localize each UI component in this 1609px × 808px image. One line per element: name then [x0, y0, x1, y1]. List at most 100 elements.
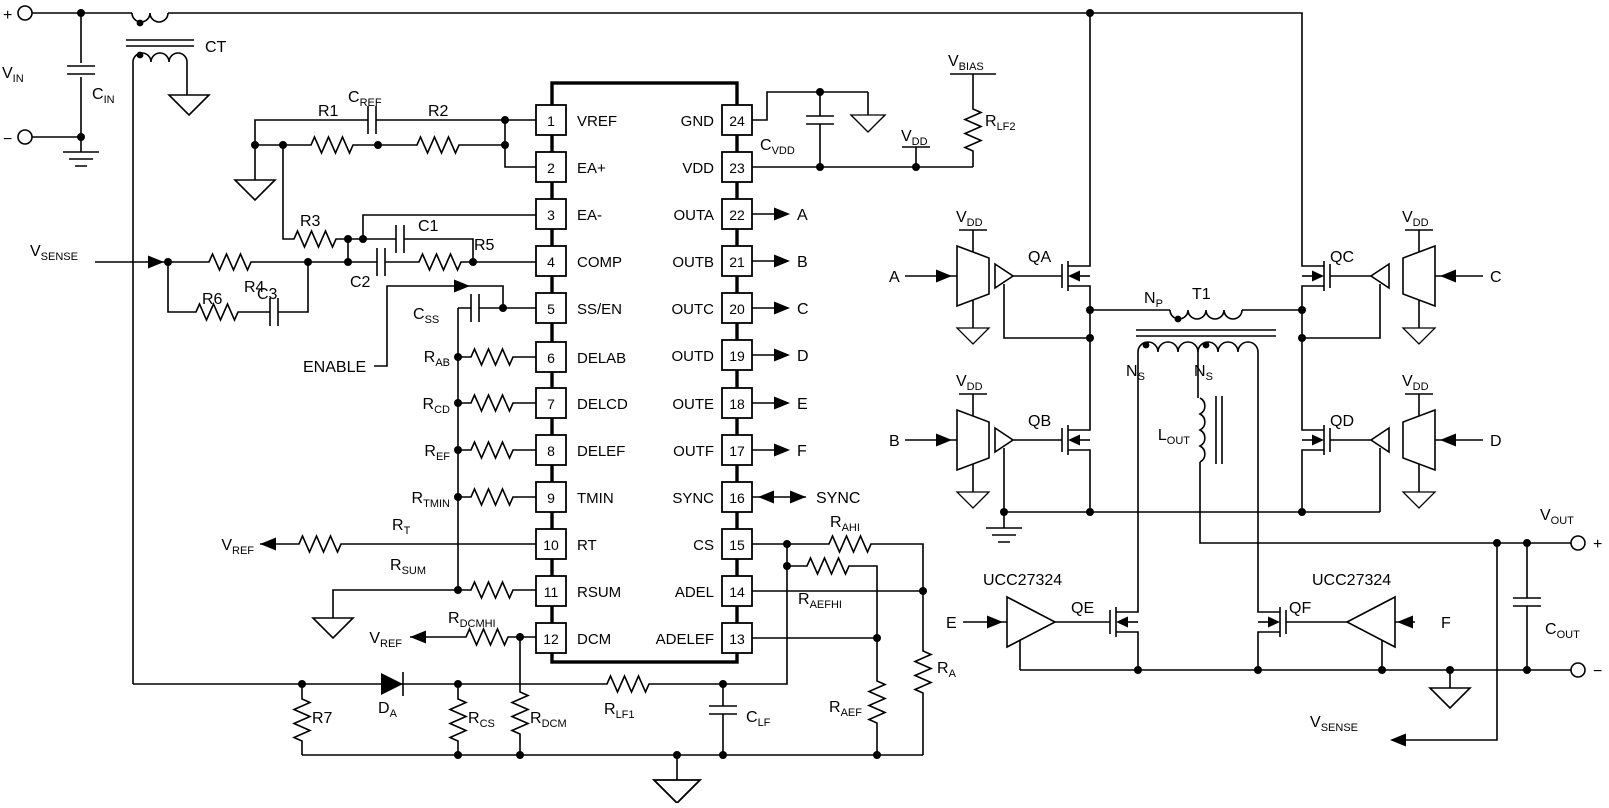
- ns-left-label: NS: [1126, 363, 1145, 383]
- raef-label: RAEF: [829, 699, 862, 719]
- sync-label: SYNC: [816, 490, 860, 507]
- vout-plus-sign: +: [1593, 536, 1602, 553]
- css-label: CSS: [413, 306, 439, 326]
- vdd-driver-b-label: VDD: [956, 373, 983, 393]
- r3-label: R3: [300, 213, 321, 230]
- resistor-rahi: [821, 535, 879, 553]
- raefhi-label: RAEFHI: [798, 591, 842, 611]
- pin-number: 12: [543, 631, 559, 647]
- driver-ucc27324-e: [1006, 596, 1056, 648]
- vref-dcm-label: VREF: [369, 630, 402, 650]
- resistor-r7: [293, 691, 311, 749]
- resistor-r2: [409, 136, 467, 154]
- vout-label: VOUT: [1540, 507, 1574, 527]
- e-in-label: E: [946, 615, 957, 632]
- gate-driver-a: [956, 229, 990, 329]
- mosfet-qf: [1257, 587, 1313, 657]
- pin-number: 2: [547, 160, 555, 176]
- ct-label: CT: [205, 39, 227, 56]
- resistor-raef: [868, 673, 886, 731]
- vin-minus-sign: −: [3, 131, 12, 148]
- pin-name: SYNC: [672, 490, 714, 507]
- out-c-label: C: [797, 301, 809, 318]
- ucc27324-e-label: UCC27324: [983, 572, 1062, 589]
- r4-label: R4: [244, 279, 265, 296]
- vin-label: VIN: [2, 65, 24, 85]
- capacitor-cvdd: [805, 115, 835, 125]
- ground-ct: [168, 94, 210, 116]
- qb-label: QB: [1028, 413, 1051, 430]
- pin-number: 6: [547, 350, 555, 366]
- pin-name: COMP: [577, 254, 622, 271]
- ucc27324-f-label: UCC27324: [1312, 572, 1391, 589]
- labels: + − VIN CIN CT VSENSE CREF R1 R2 R3 C1 R…: [2, 7, 1602, 734]
- vref-dcm-arrow: [409, 629, 427, 645]
- np-label: NP: [1144, 290, 1163, 310]
- rab-label: RAB: [424, 349, 450, 369]
- pin-number: 21: [729, 254, 745, 270]
- pin-name: GND: [681, 113, 715, 130]
- pin-name: RSUM: [577, 584, 621, 601]
- vref-rt-arrow: [259, 536, 277, 552]
- gate-driver-b: [956, 393, 990, 493]
- qe-label: QE: [1071, 600, 1094, 617]
- pin-number: 11: [544, 584, 559, 600]
- da-label: DA: [378, 700, 398, 720]
- resistor-raefhi: [799, 557, 857, 575]
- diode-da: [381, 672, 404, 696]
- pin-number: 16: [729, 490, 745, 506]
- out-f-label: F: [797, 443, 807, 460]
- d-in-label: D: [1490, 433, 1502, 450]
- capacitor-cout: [1512, 597, 1542, 607]
- pin-name: EA+: [577, 160, 606, 177]
- outc-arrow: [773, 300, 791, 316]
- pin-number: 9: [547, 490, 555, 506]
- r6-label: R6: [202, 291, 223, 308]
- pin-name: CS: [693, 537, 714, 554]
- vsense-out-arrow: [1389, 732, 1407, 748]
- sync-arrow-left: [757, 489, 775, 505]
- capacitor-cref: [367, 105, 377, 135]
- cin-label: CIN: [92, 86, 115, 106]
- vin-plus-terminal: [17, 5, 33, 21]
- rdcm-label: RDCM: [530, 710, 567, 730]
- r1-label: R1: [318, 103, 339, 120]
- out-a-label: A: [797, 207, 808, 224]
- pin-name: OUTB: [672, 254, 714, 271]
- clf-label: CLF: [746, 709, 771, 729]
- rlf2-label: RLF2: [985, 113, 1016, 133]
- c-in-arrow: [1439, 268, 1457, 284]
- vdd-driver-d-label: VDD: [1402, 373, 1429, 393]
- vsense-in-label: VSENSE: [30, 243, 78, 263]
- c-in-label: C: [1490, 269, 1502, 286]
- resistor-ref: [463, 441, 521, 459]
- b-in-label: B: [889, 433, 900, 450]
- e-in-arrow: [986, 614, 1004, 630]
- pin-name: OUTE: [672, 396, 714, 413]
- resistor-rtmin: [463, 488, 521, 506]
- ground-driver-b: [956, 491, 990, 509]
- cvdd-label: CVDD: [760, 137, 795, 157]
- ground-driver-d: [1402, 491, 1436, 509]
- vref-rt-label: VREF: [221, 537, 254, 557]
- r2-label: R2: [428, 103, 449, 120]
- ground-main: [653, 779, 701, 804]
- rahi-label: RAHI: [830, 514, 860, 534]
- qa-label: QA: [1028, 249, 1051, 266]
- pin-name: VREF: [577, 113, 617, 130]
- driver-ucc27324-f: [1346, 596, 1396, 648]
- pin-name: EA-: [577, 207, 602, 224]
- pin-name: TMIN: [577, 490, 614, 507]
- pin-number: 13: [729, 631, 745, 647]
- pin-number: 19: [729, 348, 745, 364]
- rsum-label: RSUM: [390, 557, 426, 577]
- vsense-in-arrow: [147, 254, 165, 270]
- ground-output: [1429, 687, 1471, 709]
- pin-number: 15: [729, 537, 745, 553]
- f-in-label: F: [1441, 615, 1451, 632]
- ground-bridge: [985, 527, 1023, 543]
- resistor-rsum: [463, 581, 521, 599]
